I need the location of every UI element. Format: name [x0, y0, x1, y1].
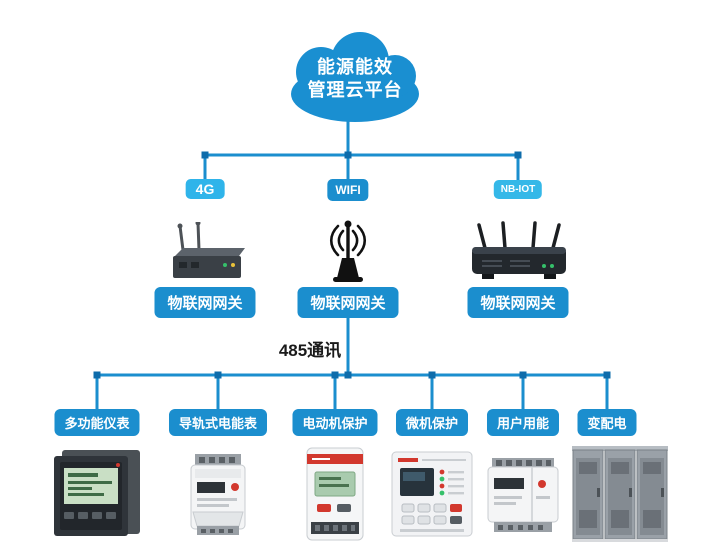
microcomputer-protection-icon: [390, 448, 474, 540]
wifi-antenna-icon: [318, 216, 378, 284]
badge-4g: 4G: [185, 179, 225, 199]
bus-485-label: 485通讯: [278, 341, 342, 360]
badge-wifi: WIFI: [327, 179, 369, 201]
device-label-din-rail-meter: 导轨式电能表: [168, 409, 268, 436]
junction-nodes: [93, 151, 611, 379]
device-label-micro-protection: 微机保护: [395, 409, 469, 436]
motor-protection-icon: [303, 446, 367, 544]
4g-router-icon: [165, 220, 247, 284]
device-label-user-energy: 用户用能: [486, 409, 560, 436]
cloud-platform-title: 能源能效 管理云平台: [275, 56, 435, 102]
gateway-label-2: 物联网网关: [297, 287, 399, 318]
din-rail-energy-meter-icon: [183, 452, 253, 538]
device-label-power-distribution: 变配电: [577, 409, 637, 436]
cloud-icon: [291, 32, 419, 122]
badge-nb-iot: NB-IOT: [493, 180, 543, 199]
device-label-motor-protection: 电动机保护: [292, 409, 378, 436]
cloud-title-line1: 能源能效: [317, 57, 393, 77]
multifunction-meter-icon: [52, 446, 144, 540]
nbiot-router-icon: [466, 220, 572, 286]
user-energy-meter-icon: [484, 456, 562, 538]
power-distribution-cabinet-icon: [572, 446, 668, 544]
gateway-label-3: 物联网网关: [467, 287, 569, 318]
cloud-title-line2: 管理云平台: [307, 80, 403, 100]
device-label-multifunction-meter: 多功能仪表: [54, 409, 140, 436]
gateway-label-1: 物联网网关: [154, 287, 256, 318]
